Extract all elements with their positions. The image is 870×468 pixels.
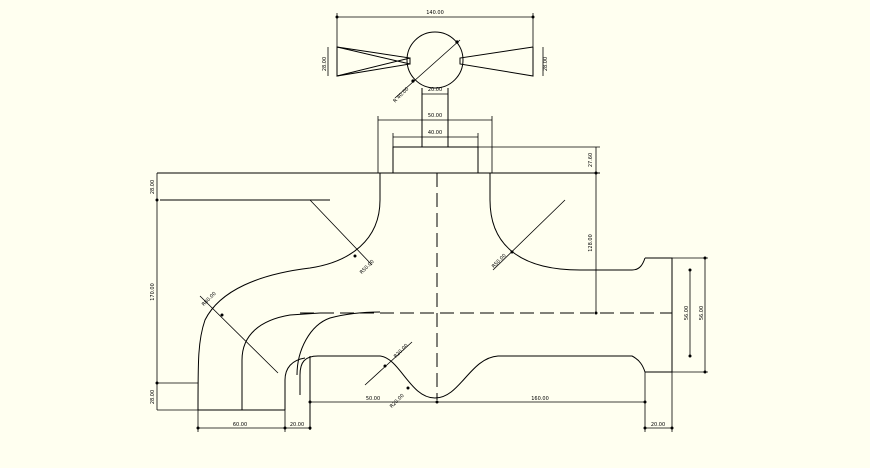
dim-nut-width: 50.00 — [428, 113, 442, 119]
dim-outlet-width: 20.00 — [651, 422, 665, 428]
dim-left-vertical: 170.00 — [150, 283, 156, 301]
dim-handle-left-height: 28.00 — [322, 57, 328, 71]
dim-radius-upper-right: R50.00 — [491, 253, 508, 270]
dim-spout-gap: 20.00 — [290, 422, 304, 428]
dim-left-top: 28.00 — [150, 180, 156, 194]
dim-spout-width: 60.00 — [233, 422, 247, 428]
nut — [392, 146, 479, 174]
dim-handle-right-height: 28.00 — [543, 57, 549, 71]
dim-radius-low: R20.00 — [389, 393, 406, 410]
dim-right-vertical: 128.00 — [588, 234, 594, 252]
dim-right-top: 27.60 — [588, 153, 594, 167]
dimension-lines: 140.00 28.00 28.00 R 40.00 20.00 50.00 4… — [150, 10, 708, 432]
dim-handle-width: 140.00 — [426, 10, 444, 16]
dim-radius-upper-left: R50.00 — [359, 259, 376, 276]
dim-stem-width: 20.00 — [428, 87, 442, 93]
dim-bottom-mid: 50.00 — [366, 396, 380, 402]
dim-knob-radius: R 40.00 — [392, 86, 410, 104]
dim-radius-mid: R20.00 — [393, 343, 410, 360]
dim-nut-inner: 40.00 — [428, 130, 442, 136]
dim-outlet-height-outer: 56.00 — [699, 306, 705, 320]
dim-bottom-right: 160.00 — [531, 396, 549, 402]
handle-assembly — [336, 31, 534, 99]
handle-left-arm — [336, 46, 411, 77]
center-lines — [300, 173, 672, 400]
handle-knob — [406, 31, 464, 89]
dim-bottom-left: 28.00 — [150, 390, 156, 404]
dim-outlet-height-inner: 56.00 — [684, 306, 690, 320]
handle-right-arm — [459, 46, 534, 77]
knob-radius-leader — [394, 39, 461, 99]
faucet-body — [157, 172, 673, 430]
